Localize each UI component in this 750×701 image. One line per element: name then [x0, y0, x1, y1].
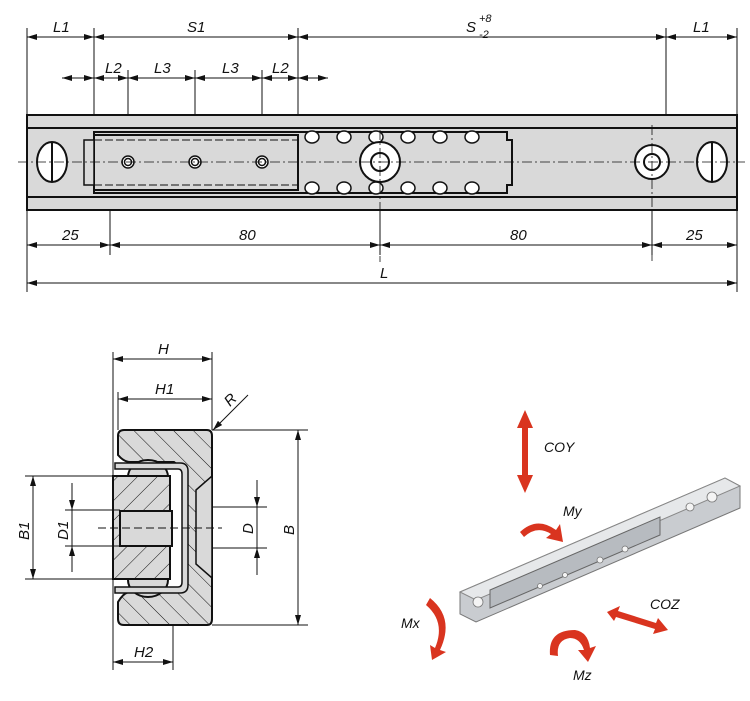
dim-s1: S1	[187, 19, 205, 36]
dim-h1: H1	[155, 381, 174, 398]
dim-h: H	[158, 341, 169, 358]
dim-s-tol-minus: -2	[479, 29, 489, 41]
dim-b: B	[281, 525, 298, 535]
carriage-3d	[489, 516, 661, 609]
label-my: My	[563, 503, 583, 519]
top-view: L1 S1 S +8 -2 L1 L2 L3 L3 L2 25 80 80 25…	[18, 13, 745, 292]
dim-l3-b: L3	[222, 60, 239, 77]
ball-row	[304, 130, 480, 195]
label-coy: COY	[544, 439, 576, 455]
section-view: H H1 R B B1 D1 D H2	[16, 341, 308, 670]
dim-h2: H2	[134, 644, 154, 661]
dim-l2-right: L2	[272, 60, 289, 77]
vertical-arrow-icon	[517, 410, 533, 493]
dim-l3-a: L3	[154, 60, 171, 77]
dim-d1: D1	[55, 521, 72, 540]
dim-b1: B1	[16, 522, 33, 540]
dim-l2-left: L2	[105, 60, 122, 77]
label-coz: COZ	[650, 596, 680, 612]
dim-l1-left: L1	[53, 19, 70, 36]
dim-s-tol-plus: +8	[479, 13, 492, 25]
dim-25-right: 25	[685, 227, 703, 244]
arrow-icons	[426, 410, 668, 662]
rotate-arrow-icon	[549, 630, 596, 662]
dim-25-left: 25	[61, 227, 79, 244]
cage-bracket	[114, 462, 189, 594]
rotate-arrow-icon	[426, 598, 446, 660]
dim-d: D	[240, 523, 257, 534]
dim-80-left: 80	[239, 227, 256, 244]
horizontal-arrow-icon	[607, 606, 668, 634]
label-mx: Mx	[401, 615, 421, 631]
dim-r: R	[221, 390, 241, 410]
dim-s: S	[466, 19, 476, 36]
dim-80-right: 80	[510, 227, 527, 244]
label-mz: Mz	[573, 667, 592, 683]
dim-l-total: L	[380, 265, 388, 282]
dim-l1-right: L1	[693, 19, 710, 36]
load-view: COY My Mx COZ Mz	[401, 410, 742, 683]
rotate-arrow-icon	[520, 523, 563, 542]
